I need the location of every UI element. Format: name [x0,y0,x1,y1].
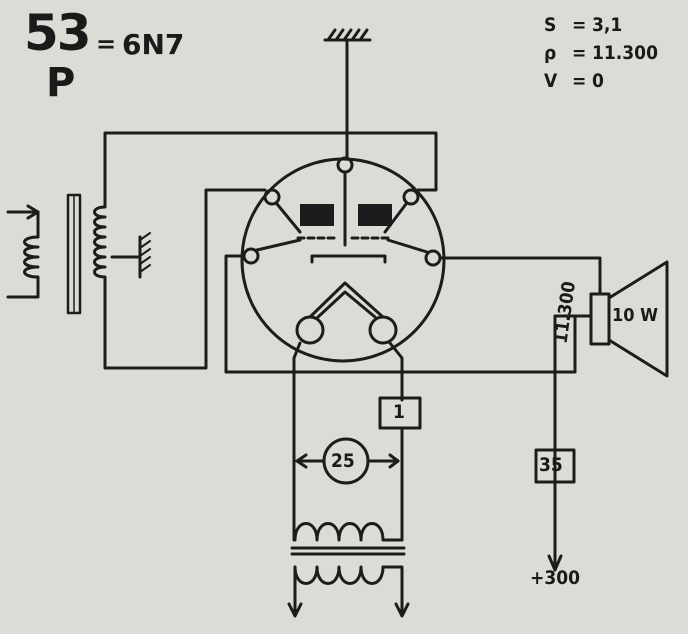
resistor-35-label: 35 [539,454,563,476]
heater-wire-right [388,341,404,402]
wire-cathode-to-speaker [224,254,593,374]
cathode-value-label: 25 [331,450,355,472]
heater-wire-left [292,341,302,542]
heater-pin-right [368,315,398,345]
pin-upper-left [263,188,281,206]
internal-left-grid-lead [255,238,302,252]
speaker-cone [607,260,669,378]
supply-arrow [547,554,563,572]
internal-right-grid-lead [386,238,429,254]
wire-input-return [103,188,267,370]
supply-voltage-label: +300 [530,567,581,589]
input-secondary-coil [93,153,107,320]
internal-right-lead [383,202,408,234]
arrow-right [388,453,400,469]
input-primary-coil [6,210,40,299]
spec-symbol-rho: ρ [544,42,557,64]
heater-pin-left [295,315,325,345]
pin-right [424,249,442,267]
spec-value-rho: 11.300 [592,42,658,64]
spec-symbol-s: S [544,14,557,36]
output-primary-coil [293,522,404,542]
pin-left [242,247,260,265]
resistor-1-box [378,396,422,430]
label-25-circle [322,437,370,485]
filament-inner [316,290,377,319]
speaker-power-label: 10 W [612,305,659,326]
tube-class-letter: P [46,60,76,106]
side-ground-symbol [139,232,151,273]
arrow-down-left [287,602,303,618]
top-ground-symbol [323,28,372,42]
spec-eq-v: = [572,70,587,92]
spec-value-v: 0 [592,70,604,92]
pin-upper-right [402,188,420,206]
spec-symbol-v: V [544,70,558,92]
wire-input-to-plate [103,131,438,192]
tube-number: 53 [24,4,92,62]
internal-left-lead [275,202,302,234]
spec-value-s: 3,1 [592,14,623,36]
arrow-down-right [394,602,410,618]
spec-eq-rho: = [572,42,587,64]
wire-plate-to-speaker [438,256,602,296]
plate-left [300,204,334,226]
wire-speaker-to-supply [553,314,593,560]
input-arrow [26,204,40,220]
tube-designation: 6N7 [122,28,185,61]
filament [308,281,385,319]
arrow-left [295,453,308,469]
speaker-magnet [589,292,611,346]
header-equals: = [96,30,117,58]
cathode [310,254,387,264]
plate-right [358,204,392,226]
output-secondary-coil [293,565,385,585]
resistor-1-label: 1 [393,401,405,423]
spec-eq-s: = [572,14,587,36]
